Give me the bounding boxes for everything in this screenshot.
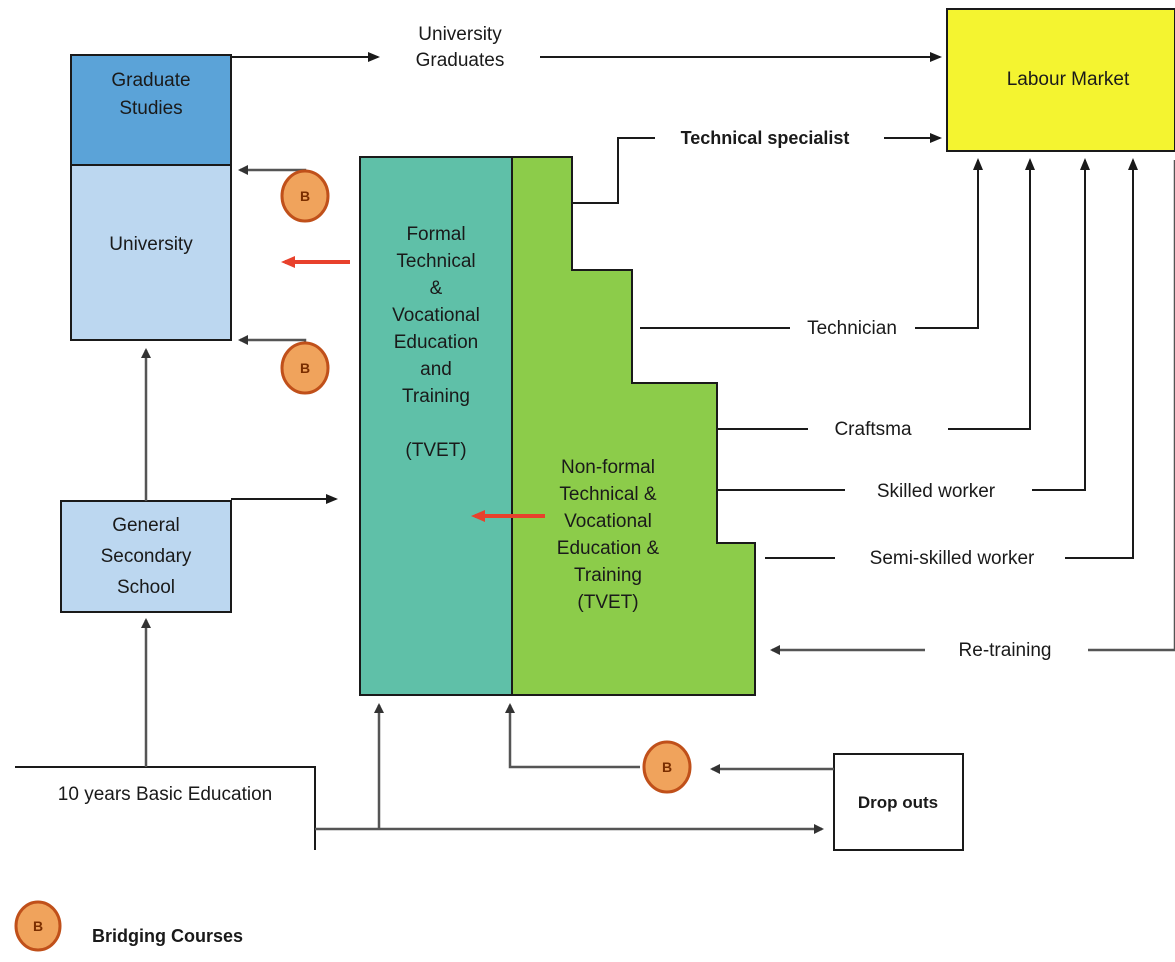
- bridging-badge-university: B: [280, 341, 330, 395]
- legend-badge-icon: [14, 900, 62, 952]
- university-label: University: [109, 234, 193, 255]
- svg-text:B: B: [662, 759, 672, 775]
- formal-line-5: Education: [394, 332, 479, 353]
- nonformal-line-5: Training: [574, 565, 642, 586]
- formal-line-6: and: [420, 359, 452, 380]
- svg-text:B: B: [300, 360, 310, 376]
- nonformal-line-3: Vocational: [564, 511, 652, 532]
- bridging-to-nonformal-arrow: [505, 703, 640, 769]
- technician-flow: Technician: [640, 158, 983, 339]
- basic-education-label: 10 years Basic Education: [58, 784, 272, 805]
- drop-outs-label: Drop outs: [858, 793, 938, 812]
- legend-bridging-courses-label: Bridging Courses: [92, 926, 243, 946]
- formal-line-7: Training: [402, 386, 470, 407]
- svg-text:B: B: [300, 188, 310, 204]
- formal-line-3: &: [430, 278, 443, 299]
- technical-specialist-label: Technical specialist: [681, 128, 850, 148]
- secondary-line-3: School: [117, 577, 175, 598]
- formal-tvet-abbr: (TVET): [405, 440, 466, 461]
- basic-education-box: 10 years Basic Education: [15, 766, 316, 850]
- semi-skilled-worker-flow: Semi-skilled worker: [765, 158, 1138, 569]
- labour-market-box: Labour Market: [946, 8, 1175, 152]
- technician-label: Technician: [807, 318, 897, 339]
- nonformal-tvet-box: Non-formal Technical & Vocational Educat…: [511, 156, 756, 696]
- formal-tvet-box: Formal Technical & Vocational Education …: [359, 156, 513, 696]
- nonformal-line-6: (TVET): [577, 592, 638, 613]
- labour-market-label: Labour Market: [1007, 69, 1130, 90]
- bridging-badge-dropouts: B: [642, 740, 692, 794]
- graduate-studies-line-2: Studies: [119, 98, 182, 119]
- legend: B Bridging Courses: [14, 900, 243, 952]
- skilled-worker-label: Skilled worker: [877, 481, 996, 502]
- university-box: University: [70, 164, 232, 341]
- nonformal-line-4: Education &: [557, 538, 660, 559]
- graduate-studies-line-1: Graduate: [111, 70, 190, 91]
- technical-specialist-flow: Technical specialist: [572, 128, 942, 204]
- university-graduates-line-1: University: [418, 24, 502, 45]
- graduate-studies-box: Graduate Studies: [70, 54, 232, 166]
- craftsman-label: Craftsma: [834, 419, 912, 440]
- university-graduates-flow: University Graduates: [231, 24, 942, 71]
- formal-line-1: Formal: [406, 224, 465, 245]
- drop-outs-box: Drop outs: [833, 753, 964, 851]
- nonformal-line-2: Technical &: [559, 484, 656, 505]
- svg-text:B: B: [33, 918, 43, 934]
- secondary-line-2: Secondary: [101, 546, 192, 567]
- secondary-line-1: General: [112, 515, 180, 536]
- formal-line-2: Technical: [396, 251, 475, 272]
- nonformal-line-1: Non-formal: [561, 457, 655, 478]
- formal-line-4: Vocational: [392, 305, 480, 326]
- semi-skilled-worker-label: Semi-skilled worker: [870, 548, 1035, 569]
- re-training-label: Re-training: [959, 640, 1052, 661]
- craftsman-flow: Craftsma: [717, 158, 1035, 440]
- university-graduates-line-2: Graduates: [416, 50, 505, 71]
- bridging-badge-graduate: B: [280, 169, 330, 223]
- general-secondary-school-box: General Secondary School: [60, 500, 232, 613]
- skilled-worker-flow: Skilled worker: [717, 158, 1090, 502]
- re-training-flow: Re-training: [770, 160, 1175, 661]
